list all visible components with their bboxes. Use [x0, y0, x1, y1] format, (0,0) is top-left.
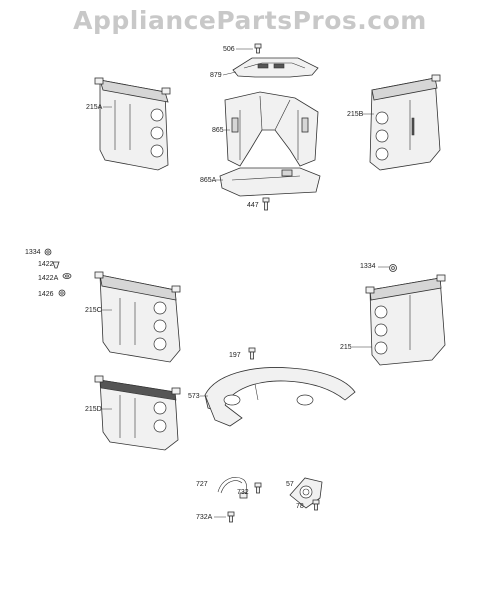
- nut-1426-icon: [58, 289, 66, 297]
- shroud-215A: [94, 77, 171, 171]
- label-447: 447: [247, 202, 259, 209]
- label-732: 732: [237, 489, 249, 496]
- label-1422A: 1422A: [38, 275, 59, 282]
- label-1334-right: 1334: [360, 263, 376, 270]
- shroud-215D: [94, 375, 181, 451]
- label-1426: 1426: [38, 291, 54, 298]
- label-727: 727: [196, 481, 208, 488]
- label-879: 879: [210, 72, 222, 79]
- label-215D: 215D: [85, 406, 102, 413]
- label-215: 215: [340, 344, 352, 351]
- nut-1334-right-icon: [389, 264, 397, 272]
- nut-1334-left-icon: [44, 248, 52, 256]
- shroud-215B: [369, 74, 441, 171]
- screw-197-icon: [248, 347, 256, 360]
- label-57: 57: [286, 481, 294, 488]
- label-78: 78: [296, 503, 304, 510]
- label-573: 573: [188, 393, 200, 400]
- label-215B: 215B: [347, 111, 364, 118]
- shroud-215: [365, 274, 446, 366]
- label-215C: 215C: [85, 307, 102, 314]
- cover-plate-879: [232, 57, 319, 78]
- label-865: 865: [212, 127, 224, 134]
- label-215A: 215A: [86, 104, 103, 111]
- clip-1422-icon: [52, 261, 60, 269]
- watermark: AppliancePartsPros.com: [73, 6, 427, 35]
- shroud-215C: [94, 271, 181, 363]
- screw-78-icon: [312, 499, 320, 511]
- washer-1422A-icon: [62, 273, 72, 279]
- label-865A: 865A: [200, 177, 217, 184]
- label-732A: 732A: [196, 514, 213, 521]
- label-197: 197: [229, 352, 241, 359]
- label-506: 506: [223, 46, 235, 53]
- label-1334-left: 1334: [25, 249, 41, 256]
- wire-bracket-727: [217, 477, 248, 499]
- screw-506-icon: [254, 43, 262, 54]
- bolt-447-icon: [262, 197, 270, 211]
- screw-732-icon: [254, 482, 262, 494]
- base-plate-865A: [219, 167, 321, 197]
- screw-732A-icon: [227, 511, 235, 523]
- baffle-573: [204, 367, 356, 427]
- bracket-865: [224, 91, 319, 167]
- label-1422: 1422: [38, 261, 54, 268]
